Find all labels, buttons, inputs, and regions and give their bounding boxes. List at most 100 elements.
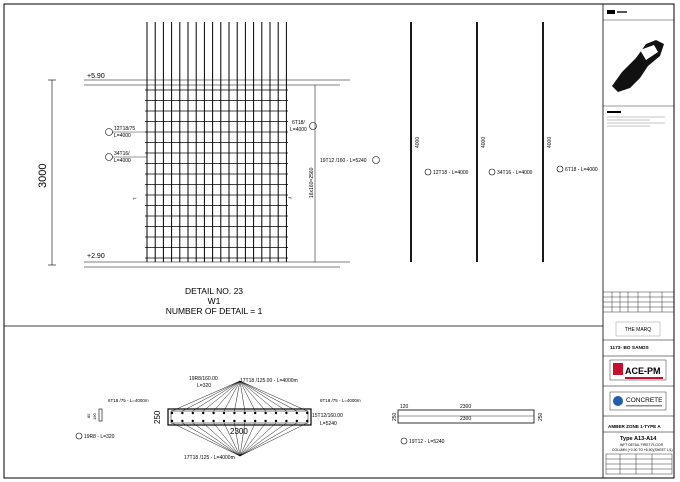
tie-line-bottom — [213, 422, 241, 457]
tie-line-top — [213, 380, 241, 412]
section-outline — [167, 408, 312, 426]
tie-line-bottom — [239, 422, 246, 457]
revision-table — [603, 291, 674, 313]
tie-line-bottom — [239, 422, 297, 457]
drawing-desc-2: COLUMN (+0.90 TO +5.90)(SHEET 1/1) — [612, 448, 673, 452]
bottom-level-label: +2.90 — [87, 253, 105, 260]
section-left-bars: 6T18 /75 - L=4000m — [108, 398, 149, 403]
bar-schedule: 4000 4000 4000 12T18 - L=4000 34T16 - L=… — [410, 22, 598, 262]
section-bar-dot — [285, 411, 288, 415]
section-depth-dim: 250 — [153, 410, 162, 424]
ace-logo-text: ACE-PM — [625, 366, 661, 376]
tie-line-top — [239, 380, 266, 412]
callout-bubble-right-top — [309, 122, 317, 130]
callout-right-top-len: L=4000 — [290, 127, 307, 133]
hoop-bubble — [400, 437, 408, 445]
section-bar-dot — [170, 419, 174, 423]
hoop-cover: 120 — [400, 404, 409, 410]
section-bar-dots — [170, 411, 309, 423]
tie-line-top — [239, 380, 308, 412]
section-small-dim-1: 85 — [86, 413, 91, 418]
tie-line-bottom — [223, 422, 241, 457]
company-logo-mark — [607, 10, 615, 14]
elevation-view: +5.90 +2.90 3000 16x160=2560 12T18/75 L=… — [37, 22, 380, 316]
tie-line-top — [223, 380, 241, 412]
ace-logo-icon — [613, 363, 623, 375]
tie-fan-lines — [171, 380, 308, 457]
section-width-dim: 2300 — [230, 427, 248, 436]
callout-right-side: 19T12 /160 - L=5240 — [320, 158, 367, 164]
height-dim-text: 3000 — [37, 164, 49, 188]
section-bar-dot — [233, 411, 236, 415]
concrete-logo-icon — [613, 396, 623, 406]
notes-heading-mark — [607, 111, 621, 113]
tie-line-top — [239, 380, 277, 412]
marq-logo-text: THE MARQ — [625, 327, 652, 333]
section-small-hook — [98, 408, 103, 422]
callout-left-2-len: L=4000 — [114, 158, 131, 164]
section-bar-dot — [181, 419, 184, 423]
section-tie-tag: 19R8/160.00 — [189, 376, 218, 382]
section-right-bars: 6T18 /75 - L=4000m — [320, 398, 361, 403]
schedule-bubble-2 — [488, 168, 496, 176]
section-outline-inner — [170, 410, 309, 424]
schedule-bubble-3 — [556, 165, 564, 173]
hoop-height: 250 — [538, 412, 544, 421]
tie-line-top — [182, 380, 241, 412]
project-name: 1173- BO SANDS — [610, 345, 649, 351]
zone-label: AMBER ZONE 1-TYPE A — [608, 424, 661, 429]
key-plan-image — [612, 40, 664, 92]
tie-line-top — [203, 380, 241, 412]
tie-line-top — [239, 380, 297, 412]
section-bar-dot — [212, 411, 215, 415]
section-left-label: 19R8 - L=320 — [84, 434, 115, 440]
detail-ref: W1 — [208, 296, 221, 306]
section-bar-dot — [243, 411, 246, 415]
callout-right-top-tag: 6T18/ — [292, 120, 305, 126]
section-bar-dot — [170, 411, 174, 415]
title-block: THE MARQ 1173- BO SANDS ACE-PM CONCRETE … — [603, 10, 674, 475]
tie-line-bottom — [182, 422, 241, 457]
schedule-bar-1-dim: 4000 — [415, 137, 421, 148]
tie-line-bottom — [239, 422, 308, 457]
hoop-length: 2300 — [460, 404, 471, 410]
section-bar-dot — [274, 411, 278, 415]
callout-left-1-tag: 12T18/75 — [114, 126, 135, 132]
ace-logo-bar — [625, 377, 663, 379]
hoop-label: 19T12 - L=5240 — [409, 439, 445, 445]
tie-line-top — [234, 380, 241, 412]
section-bar-dot — [222, 419, 226, 423]
tie-line-bottom — [239, 422, 277, 457]
tie-line-bottom — [203, 422, 241, 457]
callout-bubble-left-1 — [105, 128, 113, 136]
tie-line-bottom — [171, 422, 241, 457]
section-bar-dot — [191, 411, 194, 415]
section-bar-dot — [264, 411, 267, 415]
marq-logo-box — [615, 321, 661, 337]
drawing-desc-1: WFT DETAIL FIRST FLOOR — [620, 443, 664, 447]
company-logo-mark-2 — [617, 11, 627, 13]
tie-line-top — [239, 380, 246, 412]
spacing-dim-text: 16x160=2560 — [309, 167, 315, 198]
ace-logo-box — [609, 359, 667, 381]
callout-bubble-right-side — [372, 156, 380, 164]
hoop-detail: 120 2300 2300 250 250 19T12 - L=5240 — [392, 404, 544, 445]
concrete-logo-box — [609, 391, 667, 411]
section-bar-dot — [306, 419, 309, 423]
section-bar-dot — [254, 419, 257, 423]
section-bar-dot — [295, 419, 298, 423]
tie-line-top — [171, 380, 241, 412]
tie-line-bottom — [239, 422, 256, 457]
section-side-tag: 15T12/160.00 — [312, 413, 343, 419]
section-bar-dot — [254, 411, 257, 415]
section-bar-dot — [212, 419, 215, 423]
section-bar-dot — [181, 411, 184, 415]
hoop-outline — [397, 409, 535, 424]
tie-line-bottom — [192, 422, 241, 457]
callout-bubble-left-2 — [105, 153, 113, 161]
schedule-bubble-1 — [424, 168, 432, 176]
section-bar-dot — [306, 411, 309, 415]
section-bar-dot — [295, 411, 298, 415]
notes-lines — [607, 116, 665, 127]
